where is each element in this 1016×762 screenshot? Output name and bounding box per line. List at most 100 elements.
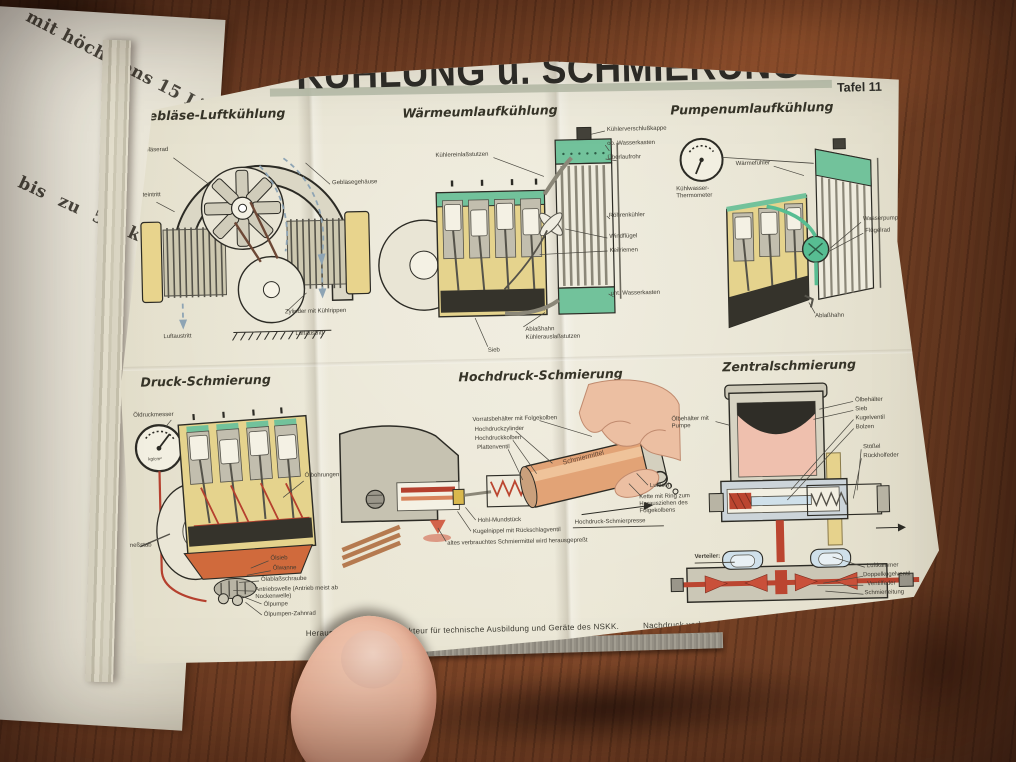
- diagram-geblaese-luftkuehlung: Gebläse-Luftkühlung: [132, 101, 393, 355]
- diagram-hochdruck-schmierung: Hochdruck-Schmierung: [338, 364, 683, 584]
- diagram-label: Hochdruckkolben: [474, 435, 522, 443]
- diagram-label: Ablaßhahn: [525, 326, 555, 333]
- diagram-label: Ölbehälter mit Pumpe: [671, 415, 709, 430]
- fan-wheel: [201, 166, 285, 250]
- wood-slats: [342, 527, 401, 566]
- diagram-label: Ventilfeder: [867, 580, 896, 588]
- diagram-label: Kühlereinlaßstutzen: [435, 151, 489, 159]
- dipstick: [140, 534, 170, 547]
- diagram-label: Sieb: [855, 406, 868, 413]
- diagram-label: Röhrenkühler: [608, 212, 645, 219]
- diagram-label: Kühlerauslaßstutzen: [525, 333, 581, 341]
- diagram-label: Stößel: [863, 443, 881, 451]
- diagram-label: Wasserpumpe: [862, 215, 902, 223]
- diagram-label: Öldruckmesser: [133, 411, 174, 419]
- diagram-label: Ölpumpen-Zahnrad: [263, 610, 316, 618]
- diagram-label: Keilriemen: [609, 247, 639, 254]
- diagram-label: Ölwanne: [272, 565, 297, 572]
- leader-lines: [715, 401, 865, 597]
- engine-block: [177, 406, 315, 555]
- engine-block: [726, 195, 809, 327]
- diagram-label: Antriebswelle (Antrieb meist ab Nockenwe…: [255, 585, 338, 600]
- coolant-pipe: [816, 262, 817, 285]
- wood-knot: [860, 580, 1016, 750]
- pressure-lubrication-illustration: [118, 370, 354, 627]
- oil-fill: [737, 401, 816, 435]
- thumbnail: [334, 623, 409, 695]
- piston-rod: [751, 495, 811, 505]
- diagram-label: Zylinder mit Kühlrippen: [284, 307, 347, 316]
- pump-cooling-illustration: [664, 97, 909, 344]
- diagram-label: Wärmefühler: [735, 160, 771, 168]
- diagram-label: Hohl-Mundstück: [477, 517, 522, 525]
- drain-tap: [805, 295, 813, 307]
- oil-line: [159, 470, 206, 602]
- diagram-label: Ölpumpe: [263, 601, 288, 608]
- hand: [579, 379, 682, 504]
- pump-body: [709, 478, 890, 522]
- diagram-label: Ölbohrungen: [304, 472, 340, 479]
- diagram-label: Verteiler:: [694, 553, 721, 561]
- return-spring: [811, 493, 846, 506]
- diagram-label: unt. Wasserkasten: [610, 289, 661, 297]
- leader-lines: [435, 418, 649, 542]
- v-belt: [503, 230, 548, 289]
- oil-pump: [214, 578, 257, 606]
- diagram-label: Luftaustritt: [295, 330, 324, 338]
- diagram-label: Windflügel: [609, 233, 638, 240]
- diagram-label: ob. Wasserkasten: [607, 139, 656, 147]
- diagram-label: Ölsieb: [270, 555, 288, 562]
- diagram-label: Luftkammer: [866, 562, 899, 570]
- ball-nipple: [453, 489, 464, 504]
- expelled-grease: [430, 520, 446, 534]
- oil-pan: [184, 545, 313, 580]
- diagram-label: Kühlerverschlußkappe: [606, 125, 667, 133]
- leader-lines: [471, 131, 621, 347]
- coolant-pipe: [767, 205, 816, 237]
- radiator: [815, 138, 881, 299]
- oil-feed-pipe: [776, 520, 785, 562]
- grease-gun-illustration: [338, 364, 683, 584]
- diagram-label: Bolzen: [855, 423, 875, 431]
- diagram-label: Doppelkugelventil: [862, 571, 911, 579]
- diagram-label: Sieb: [487, 347, 500, 354]
- diagram-label: Überlaufrohr: [607, 154, 641, 161]
- oil-reservoir: [725, 383, 829, 481]
- bolt: [366, 490, 384, 508]
- pressure-spring: [491, 481, 527, 496]
- thermosiphon-cooling-illustration: [392, 99, 678, 360]
- plate-page: KÜHLUNG u. SCHMIERUNG Tafel 11 Gebläse-L…: [91, 36, 950, 677]
- diagram-label: Luftloch: [649, 482, 672, 490]
- impeller: [808, 243, 822, 255]
- diagram-label: Ölbehälter: [855, 396, 883, 404]
- leader-lines: [155, 154, 332, 314]
- leader-lines: [165, 417, 306, 617]
- central-lubrication-illustration: [666, 355, 920, 616]
- lower-hose: [505, 300, 559, 314]
- radiator-cap: [577, 127, 591, 139]
- diagram-label: Ablaßhahn: [815, 312, 845, 320]
- fan-blades: [537, 210, 566, 239]
- leader-lines: [774, 164, 865, 314]
- coolant-thermometer-gauge: [680, 138, 723, 181]
- diagram-waermeumlaufkuehlung: Wärmeumlaufkühlung: [392, 99, 678, 360]
- diagram-label: Hochdruckzylinder: [474, 425, 525, 434]
- diagram-label: Luftaustritt: [163, 333, 192, 341]
- ground-hatch: [232, 330, 331, 340]
- drive-belt: [234, 201, 277, 262]
- diagram-label: Plattenventil: [476, 444, 510, 452]
- diagram-label: Rückholfeder: [863, 452, 899, 460]
- diagram-label: Kugelventil: [855, 414, 885, 422]
- diagram-label: Gebläsegehäuse: [331, 179, 378, 187]
- gauge-unit-label: kg/cm²: [148, 456, 162, 462]
- thumb: [611, 464, 663, 503]
- upper-hose: [544, 158, 573, 195]
- diagram-label: Flügelrad: [865, 227, 891, 235]
- diagram-zentralschmierung: Zentralschmierung: [666, 355, 920, 616]
- cooling-fins-left: [167, 227, 223, 298]
- diagram-label: Ölablaßschraube: [260, 575, 307, 583]
- bearing-housing: [340, 424, 460, 522]
- diagram-label: Kühlwasser-Thermometer: [676, 185, 713, 200]
- diagram-pumpenumlaufkuehlung: Pumpenumlaufkühlung: [664, 97, 909, 344]
